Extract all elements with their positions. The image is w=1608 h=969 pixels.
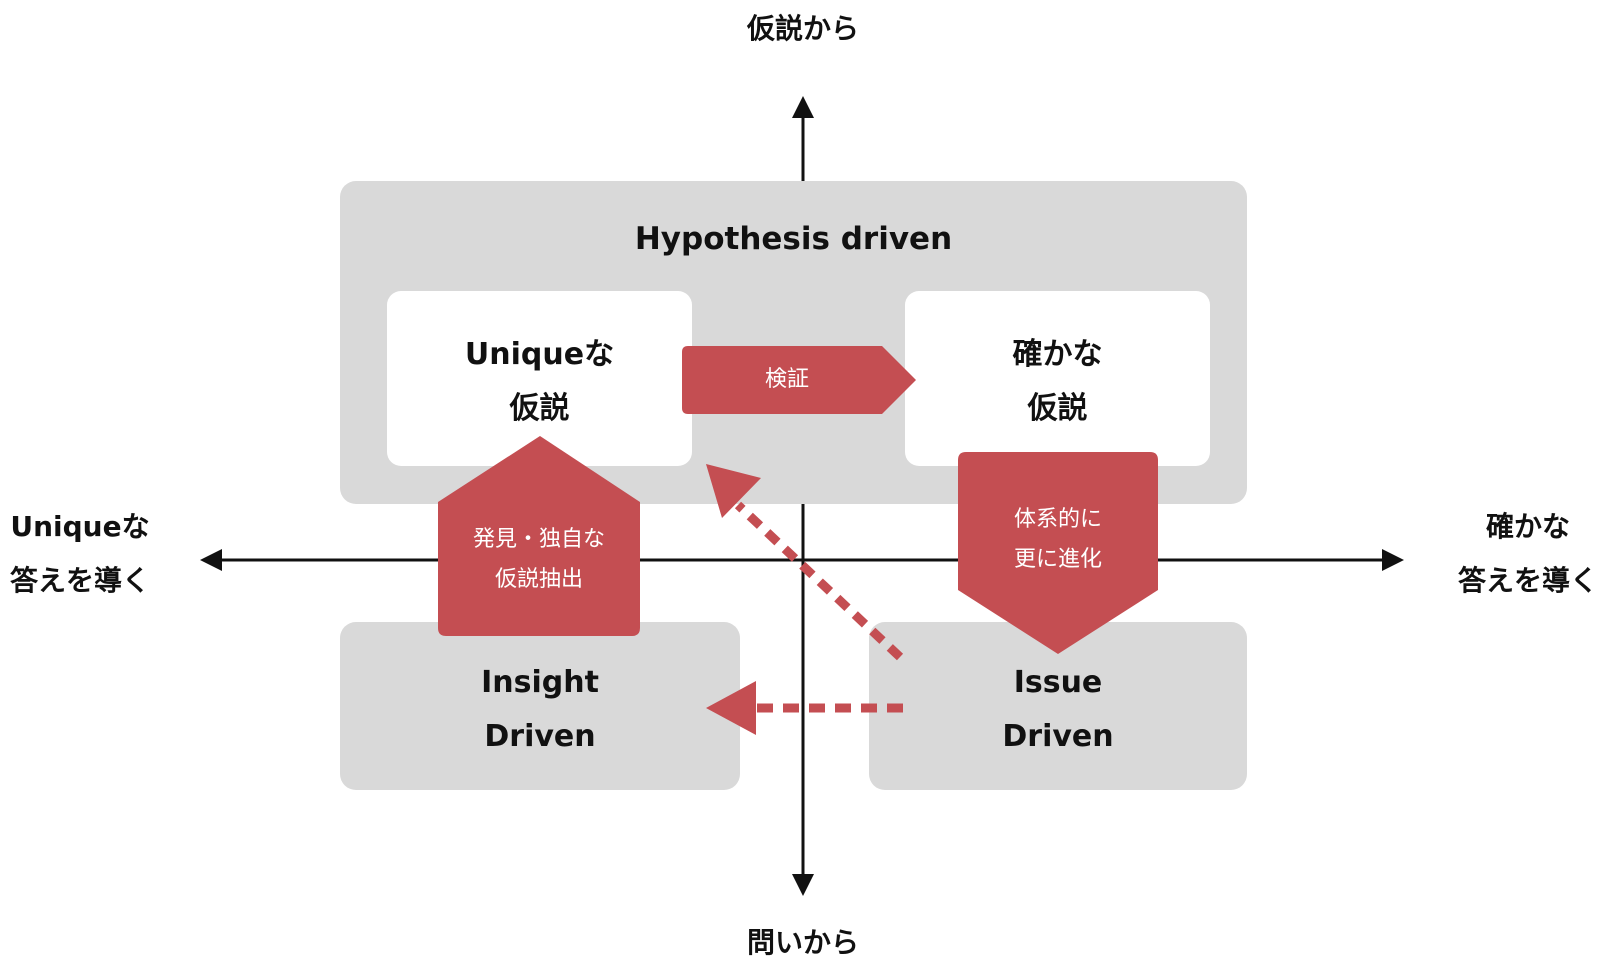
certain-hypothesis-line1: 確かな [1012,337,1103,372]
dashed-arrow-horizontal-head [706,681,756,735]
insight-driven-line2: Driven [484,719,596,754]
discover-line1: 発見・独自な [472,527,605,552]
insight-driven-label: Insight Driven [340,656,740,764]
discover-arrow [438,436,640,636]
unique-hypothesis-line1: Uniqueな [464,337,615,372]
verify-arrow [682,346,916,414]
discover-line2: 仮説抽出 [494,567,583,592]
axis-label-left-line1: Uniqueな [10,510,150,543]
systematic-line2: 更に進化 [1013,547,1102,572]
axis-label-bottom: 問いから [746,926,859,959]
unique-hypothesis-line2: 仮説 [509,391,570,426]
axis-label-right-line2: 答えを導く [1457,564,1598,597]
verify-label: 検証 [764,367,809,392]
issue-driven-line1: Issue [1013,665,1103,700]
issue-driven-label: Issue Driven [869,656,1247,764]
dashed-arrow-diagonal-head [706,464,761,518]
discover-label: 発見・独自な 仮説抽出 [438,520,640,600]
axis-label-right: 確かな 答えを導く [1448,500,1608,608]
issue-driven-line2: Driven [1002,719,1114,754]
axis-arrow-up [792,96,814,118]
certain-hypothesis-line2: 仮説 [1027,391,1088,426]
axis-arrow-down [792,874,814,896]
axis-label-left: Uniqueな 答えを導く [0,500,160,608]
issue-driven-panel [869,622,1247,790]
unique-hypothesis-label: Uniqueな 仮説 [387,328,692,436]
dashed-arrow-diagonal [734,501,904,661]
systematic-line1: 体系的に [1013,507,1102,532]
systematic-arrow [958,452,1158,654]
axis-label-top: 仮説から [746,12,859,45]
insight-driven-panel [340,622,740,790]
certain-hypothesis-card [905,291,1210,466]
systematic-label: 体系的に 更に進化 [958,500,1158,580]
axis-label-right-line1: 確かな [1485,510,1570,543]
axis-label-left-line2: 答えを導く [9,564,150,597]
insight-driven-line1: Insight [481,665,599,700]
unique-hypothesis-card [387,291,692,466]
axis-arrow-left [200,549,222,571]
hypothesis-driven-title: Hypothesis driven [634,221,953,257]
certain-hypothesis-label: 確かな 仮説 [905,328,1210,436]
axis-arrow-right [1382,549,1404,571]
